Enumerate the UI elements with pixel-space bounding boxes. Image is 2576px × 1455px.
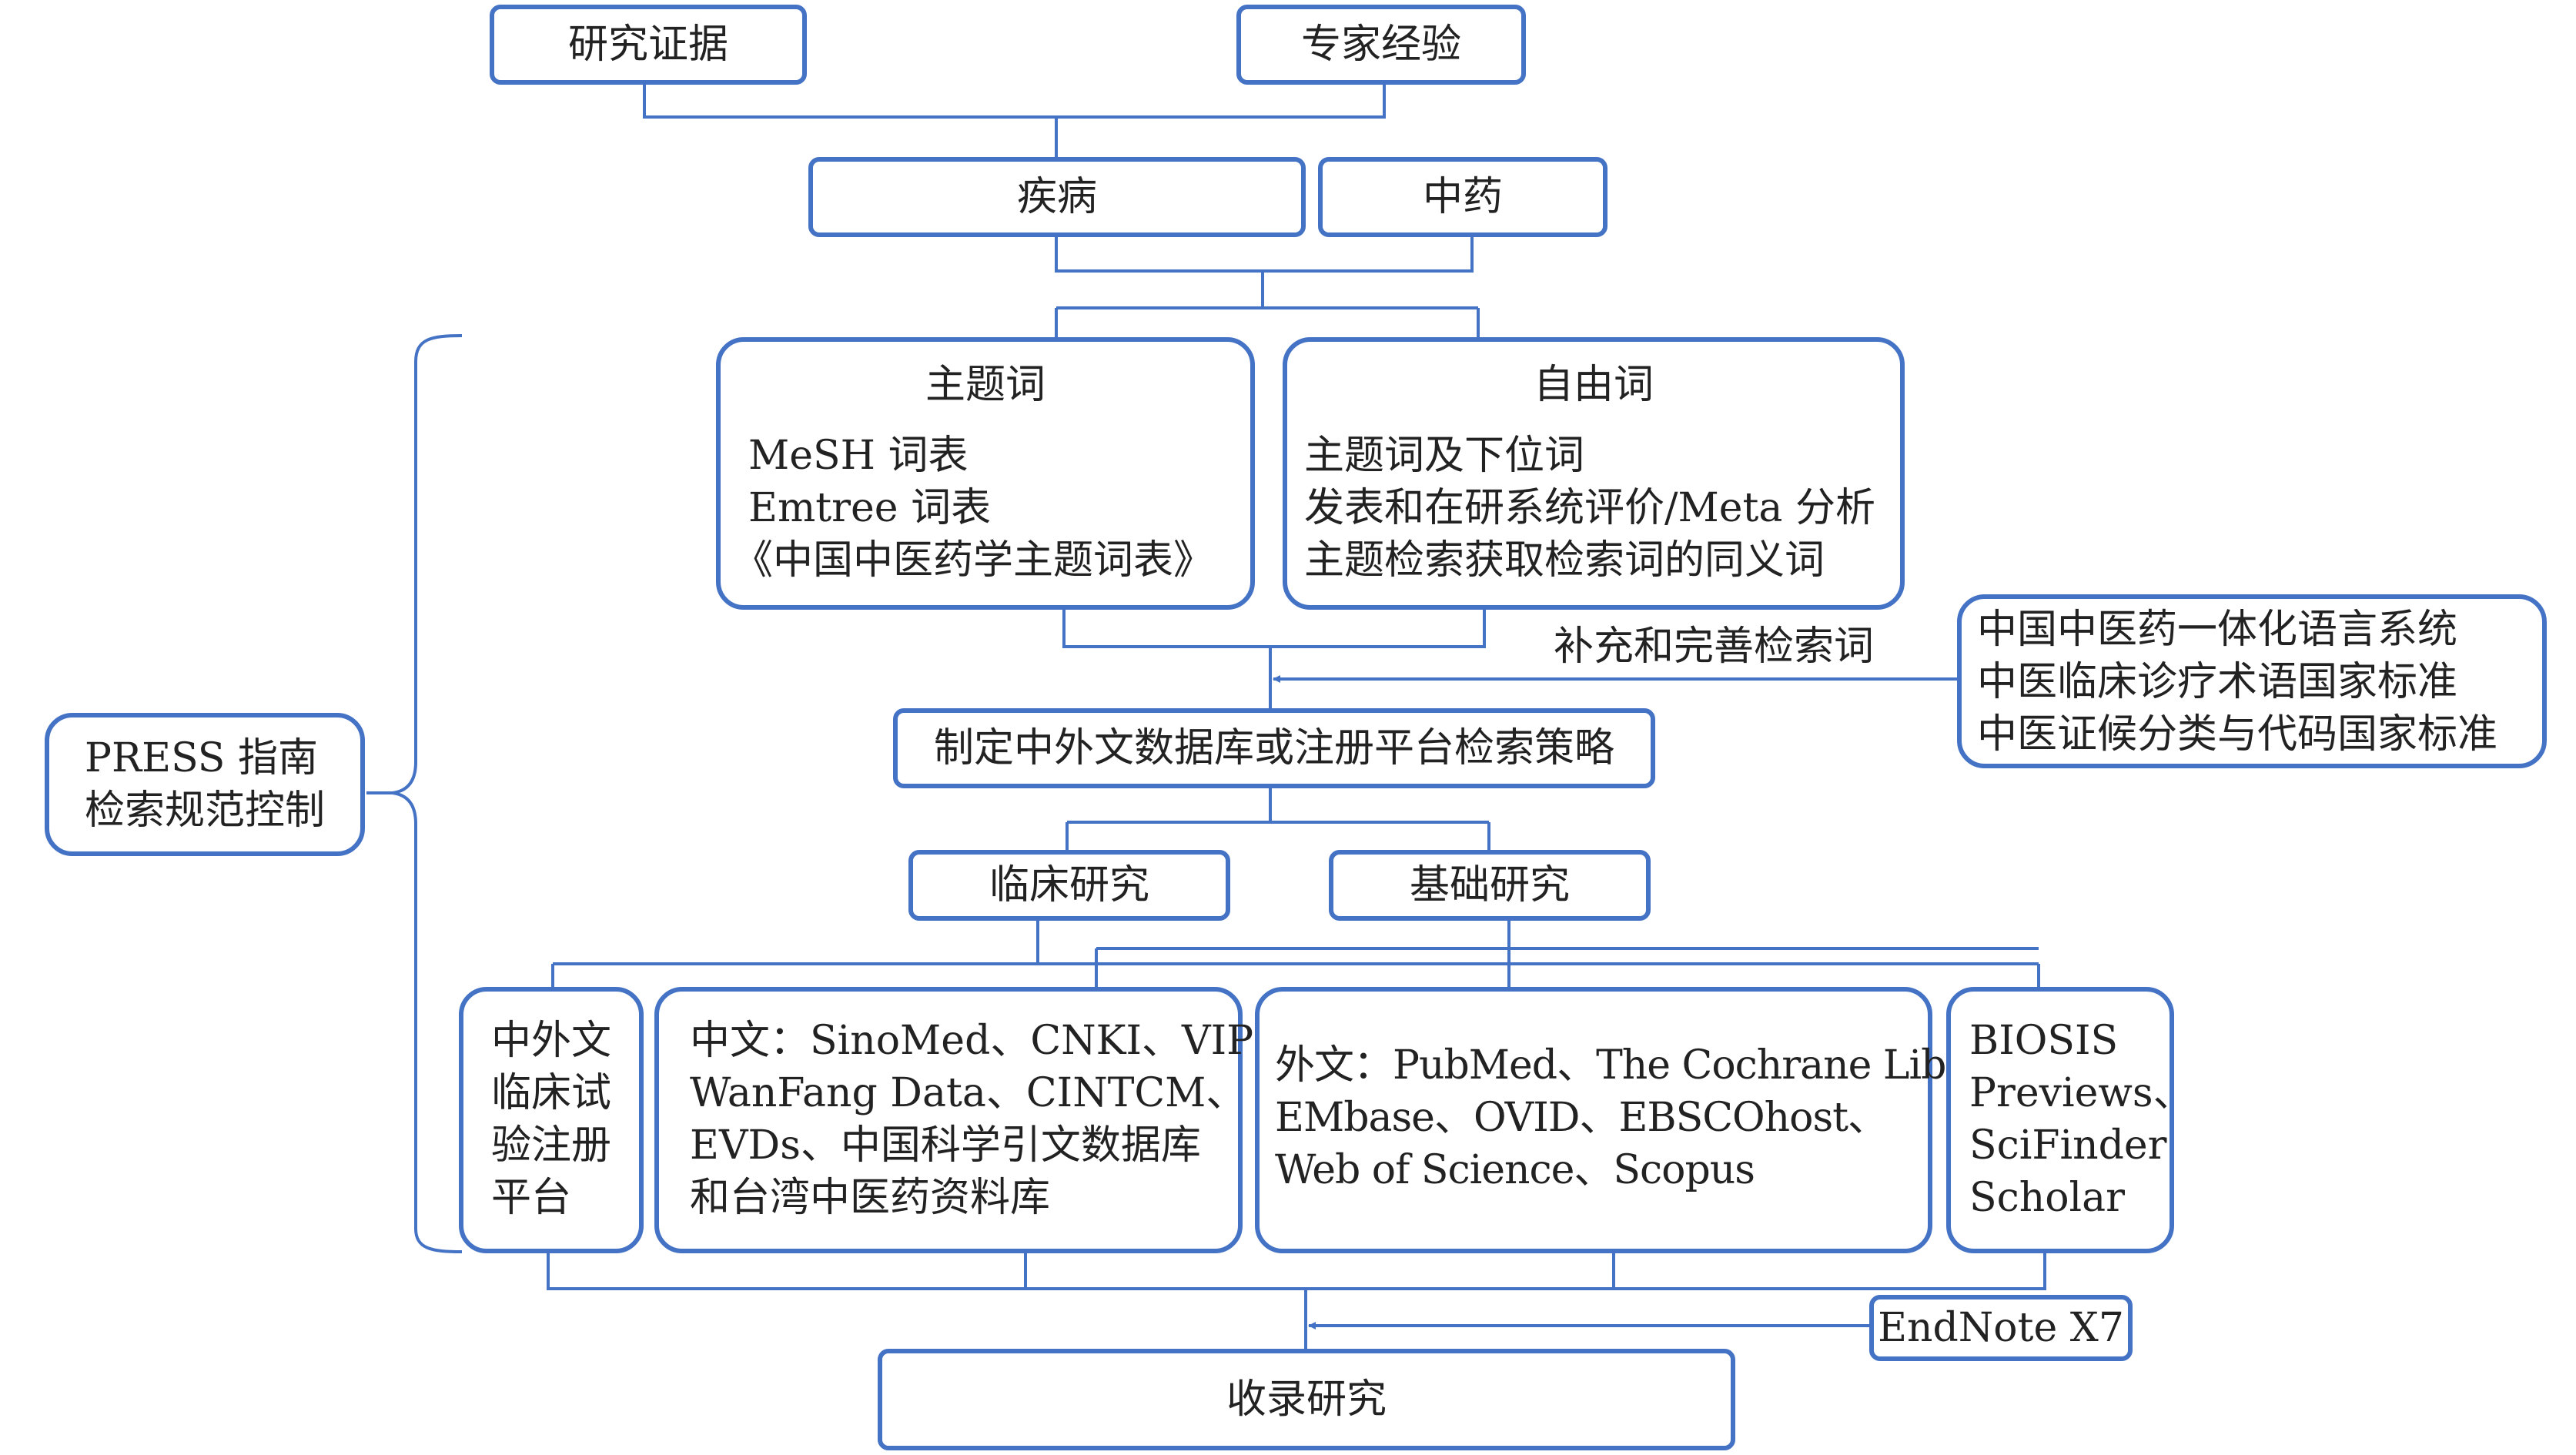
registry-lines: 中外文 临床试 验注册 平台 <box>491 1015 611 1224</box>
press-box: PRESS 指南 检索规范控制 <box>45 713 365 856</box>
press-brace <box>366 334 463 1253</box>
connector-merge <box>1062 608 1486 648</box>
registry-line: 中外文 <box>491 1018 612 1064</box>
basic-label: 基础研究 <box>1409 862 1570 908</box>
mesh-lines: MeSH 词表 Emtree 词表 《中国中医药学主题词表》 <box>733 430 1213 587</box>
endnote-box: EndNote X7 <box>1869 1295 2133 1361</box>
press-line: PRESS 指南 <box>84 735 318 781</box>
tcm-label: 中药 <box>1422 174 1503 220</box>
disease-label: 疾病 <box>1016 174 1097 220</box>
free-word-box: 自由词 主题词及下位词 发表和在研系统评价/Meta 分析 主题检索获取检索词的… <box>1283 337 1905 610</box>
registry-line: 平台 <box>491 1175 572 1221</box>
standard-item: 中国中医药一体化语言系统 <box>1977 607 2458 653</box>
free-word-line: 主题检索获取检索词的同义词 <box>1304 537 1825 584</box>
supplement-label: 补充和完善检索词 <box>1554 624 1875 670</box>
foreign-db-lines: 外文：PubMed、The Cochrane Library、 EMbase、O… <box>1275 1039 2067 1196</box>
chinese-db-line: 和台湾中医药资料库 <box>690 1175 1051 1221</box>
chinese-db-line: EVDs、中国科学引文数据库 <box>690 1122 1201 1169</box>
standards-lines: 中国中医药一体化语言系统 中医临床诊疗术语国家标准 中医证候分类与代码国家标准 <box>1977 604 2497 761</box>
registry-box: 中外文 临床试 验注册 平台 <box>459 987 644 1253</box>
chinese-db-line: WanFang Data、CINTCM、 <box>690 1070 1246 1116</box>
mesh-line: Emtree 词表 <box>748 485 992 531</box>
foreign-db-box: 外文：PubMed、The Cochrane Library、 EMbase、O… <box>1255 987 2067 1253</box>
mesh-title: 主题词 <box>925 362 1045 408</box>
registry-line: 临床试 <box>491 1070 612 1116</box>
strategy-box: 制定中外文数据库或注册平台检索策略 <box>893 708 1655 788</box>
biosis-line: SciFinder <box>1969 1122 2167 1169</box>
expert-label: 专家经验 <box>1300 22 1461 68</box>
disease-box: 疾病 <box>808 157 1306 237</box>
free-word-title: 自由词 <box>1533 362 1654 408</box>
chinese-db-box: 中文：SinoMed、CNKI、VIP、 WanFang Data、CINTCM… <box>654 987 1293 1253</box>
free-word-line: 主题词及下位词 <box>1304 433 1585 479</box>
endnote-label: EndNote X7 <box>1878 1305 2124 1351</box>
biosis-box: BIOSIS Previews、 SciFinder Scholar <box>1946 987 2193 1253</box>
basic-box: 基础研究 <box>1329 850 1651 921</box>
connector-split <box>1055 271 1480 337</box>
biosis-lines: BIOSIS Previews、 SciFinder Scholar <box>1969 1015 2193 1224</box>
foreign-db-line: 外文：PubMed、The Cochrane Library、 <box>1275 1042 2067 1089</box>
mesh-line: 《中国中医药学主题词表》 <box>733 537 1214 584</box>
standards-box: 中国中医药一体化语言系统 中医临床诊疗术语国家标准 中医证候分类与代码国家标准 <box>1957 594 2547 768</box>
standard-item: 中医证候分类与代码国家标准 <box>1977 711 2498 758</box>
foreign-db-line: Web of Science、Scopus <box>1275 1147 1755 1193</box>
connector-mid <box>1055 237 1474 273</box>
free-word-line: 发表和在研系统评价/Meta 分析 <box>1304 485 1875 531</box>
strategy-label: 制定中外文数据库或注册平台检索策略 <box>933 725 1614 771</box>
press-line: 检索规范控制 <box>84 788 325 834</box>
connector-top <box>643 82 1386 119</box>
clinical-box: 临床研究 <box>908 850 1230 921</box>
tcm-box: 中药 <box>1318 157 1607 237</box>
evidence-label: 研究证据 <box>567 22 728 68</box>
registry-line: 验注册 <box>491 1122 612 1169</box>
connector-basic-db <box>1095 921 2039 987</box>
include-label: 收录研究 <box>1226 1376 1387 1423</box>
expert-box: 专家经验 <box>1236 5 1526 85</box>
mesh-line: MeSH 词表 <box>748 433 969 479</box>
free-word-lines: 主题词及下位词 发表和在研系统评价/Meta 分析 主题检索获取检索词的同义词 <box>1304 430 1875 587</box>
biosis-line: Previews、 <box>1969 1070 2193 1116</box>
include-box: 收录研究 <box>878 1349 1735 1450</box>
chinese-db-line: 中文：SinoMed、CNKI、VIP、 <box>690 1018 1294 1064</box>
connector-research-split <box>1066 787 1490 850</box>
clinical-label: 临床研究 <box>989 862 1149 908</box>
biosis-line: Scholar <box>1969 1175 2126 1221</box>
foreign-db-line: EMbase、OVID、EBSCOhost、 <box>1275 1095 1888 1141</box>
mesh-box: 主题词 MeSH 词表 Emtree 词表 《中国中医药学主题词表》 <box>716 337 1255 610</box>
connector-clinical-db <box>551 921 2040 987</box>
connector-db-merge <box>547 1252 2046 1290</box>
press-lines: PRESS 指南 检索规范控制 <box>85 732 325 837</box>
standard-item: 中医临床诊疗术语国家标准 <box>1977 659 2458 705</box>
chinese-db-lines: 中文：SinoMed、CNKI、VIP、 WanFang Data、CINTCM… <box>690 1015 1293 1224</box>
biosis-line: BIOSIS <box>1969 1018 2119 1064</box>
evidence-box: 研究证据 <box>490 5 807 85</box>
